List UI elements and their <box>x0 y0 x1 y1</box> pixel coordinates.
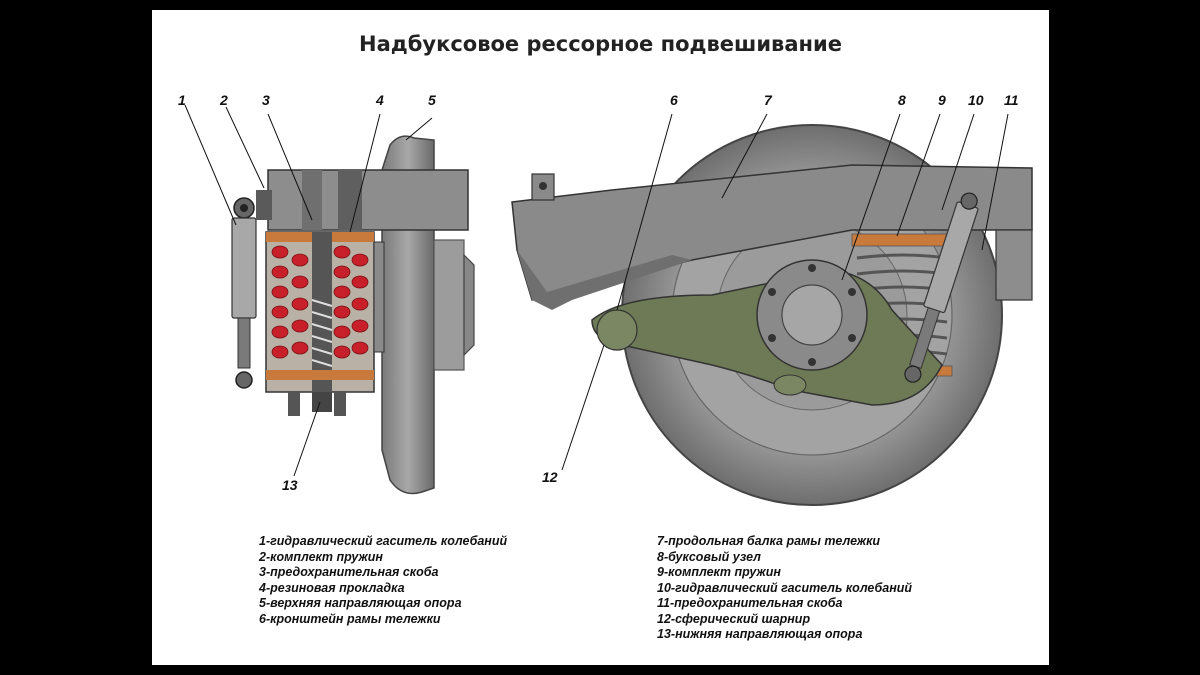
callout-9: 9 <box>938 92 946 108</box>
legend-item: 3-предохранительная скоба <box>259 565 439 579</box>
callout-numbers: 1 2 3 4 5 6 7 8 9 10 11 12 13 <box>178 92 1019 493</box>
suspension-diagram: 1 2 3 4 5 6 7 8 9 10 11 12 13 <box>178 92 1033 506</box>
legend-item: 5-верхняя направляющая опора <box>259 596 462 610</box>
callout-5: 5 <box>428 92 436 108</box>
legend-right: 7-продольная балка рамы тележки 8-буксов… <box>657 534 912 643</box>
legend-item: 11-предохранительная скоба <box>657 596 843 610</box>
legend-item: 4-резиновая прокладка <box>259 580 405 595</box>
callout-11: 11 <box>1004 92 1019 108</box>
legend-item: 13-нижняя направляющая опора <box>657 627 863 641</box>
callout-leaders <box>184 104 1009 477</box>
callout-3: 3 <box>262 92 270 108</box>
legend-item: 1-гидравлический гаситель колебаний <box>259 534 508 548</box>
callout-10: 10 <box>968 92 984 108</box>
callout-8: 8 <box>898 92 906 108</box>
left-hydraulic-damper <box>231 190 272 389</box>
left-spring-set <box>265 231 385 393</box>
left-lower-guide <box>288 392 346 416</box>
callout-6: 6 <box>670 92 678 108</box>
left-frame-bracket <box>267 169 469 231</box>
callout-1: 1 <box>178 92 186 108</box>
legend-item: 8-буксовый узел <box>657 549 761 564</box>
diagram-title: Надбуксовое рессорное подвешивание <box>359 32 842 56</box>
diagram-slide: Надбуксовое рессорное подвешивание <box>152 10 1049 665</box>
right-hydraulic-damper <box>904 192 979 383</box>
callout-13: 13 <box>282 477 298 493</box>
callout-12: 12 <box>542 469 558 485</box>
right-longitudinal-beam <box>511 164 1033 310</box>
legend-item: 6-кронштейн рамы тележки <box>259 611 441 626</box>
legend-item: 7-продольная балка рамы тележки <box>657 534 881 548</box>
legend-item: 9-комплект пружин <box>657 565 781 579</box>
callout-4: 4 <box>375 92 384 108</box>
right-axlebox-arm <box>591 259 943 406</box>
legend-item: 12-сферический шарнир <box>657 611 811 626</box>
callout-2: 2 <box>219 92 228 108</box>
callout-7: 7 <box>764 92 773 108</box>
left-view <box>231 135 475 495</box>
legend-item: 2-комплект пружин <box>259 549 383 564</box>
right-view <box>511 124 1033 506</box>
legend-left: 1-гидравлический гаситель колебаний 2-ко… <box>259 534 507 627</box>
legend-item: 10-гидравлический гаситель колебаний <box>657 580 913 595</box>
